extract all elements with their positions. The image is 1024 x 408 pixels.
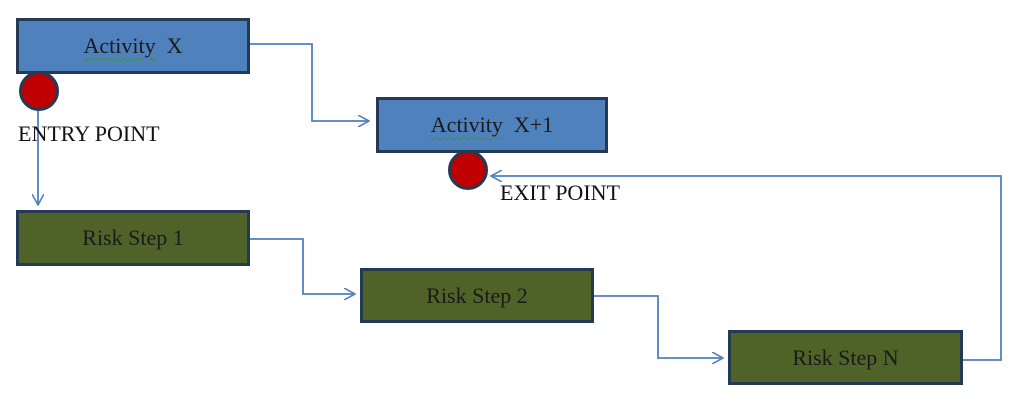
- activity-x1-label: Activity: [430, 112, 503, 137]
- risk-step-2-label: Risk Step 2: [426, 282, 528, 308]
- exit-point-marker: [448, 150, 488, 190]
- risk-step-n-label: Risk Step N: [792, 344, 899, 370]
- risk-step-n-box: Risk Step N: [728, 330, 963, 385]
- activity-x-label: Activity: [83, 33, 156, 58]
- connector-activity-x-to-activity-x1: [250, 43, 368, 121]
- activity-x1-suffix: X+1: [513, 112, 554, 137]
- risk-step-1-box: Risk Step 1: [16, 210, 250, 266]
- connector-risk-n-to-activity-x1: [492, 176, 1002, 361]
- risk-step-2-box: Risk Step 2: [360, 268, 594, 323]
- risk-step-1-label: Risk Step 1: [82, 225, 184, 250]
- connector-risk-1-to-risk-2: [250, 238, 354, 294]
- activity-x1-box: Activity X+1: [376, 97, 608, 153]
- activity-x-suffix: X: [166, 33, 183, 58]
- connector-risk-2-to-risk-n: [594, 295, 722, 358]
- activity-x-box: Activity X: [16, 18, 250, 74]
- entry-point-marker: [19, 71, 59, 111]
- entry-point-label: ENTRY POINT: [18, 121, 160, 146]
- exit-point-label: EXIT POINT: [500, 180, 620, 205]
